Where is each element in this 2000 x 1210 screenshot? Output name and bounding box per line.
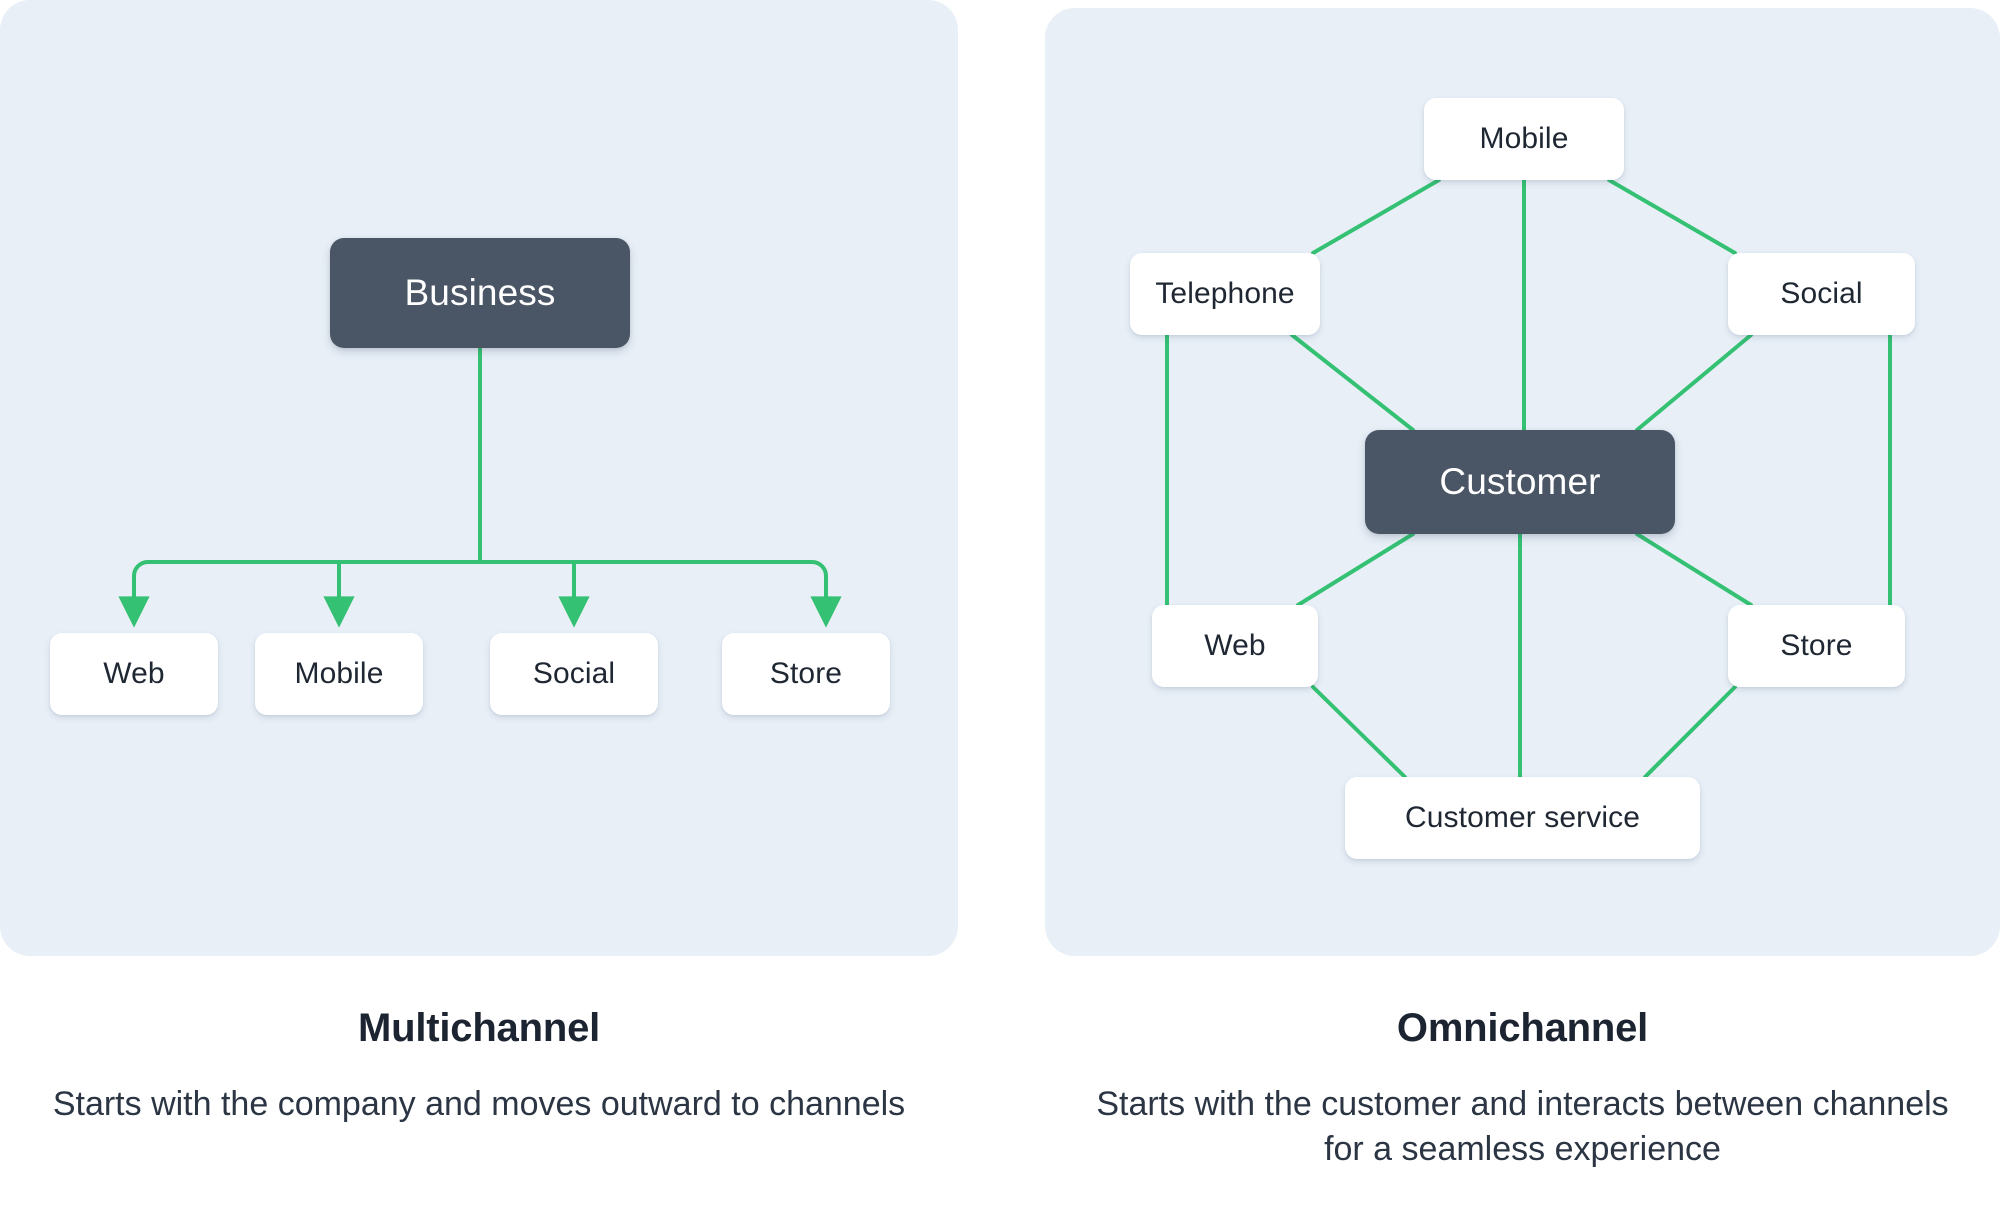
multichannel-connectors — [118, 348, 842, 628]
node-right-mobile[interactable]: Mobile — [1424, 98, 1624, 180]
node-right-store-label: Store — [1780, 629, 1853, 662]
node-left-web[interactable]: Web — [50, 633, 218, 715]
omnichannel-caption: Omnichannel Starts with the customer and… — [1045, 1008, 2000, 1172]
node-left-mobile[interactable]: Mobile — [255, 633, 423, 715]
node-left-web-label: Web — [103, 657, 165, 690]
node-left-social-label: Social — [532, 657, 616, 690]
node-left-store-label: Store — [769, 657, 843, 690]
edge-customer-store — [1635, 532, 1753, 607]
multichannel-caption: Multichannel Starts with the company and… — [0, 1008, 958, 1127]
node-business-label: Business — [404, 272, 556, 313]
node-right-mobile-label: Mobile — [1479, 122, 1569, 155]
omnichannel-title: Omnichannel — [1396, 1006, 1649, 1050]
node-right-social-label: Social — [1780, 277, 1863, 310]
node-right-web[interactable]: Web — [1152, 605, 1318, 687]
edge-bus-horizontal — [132, 560, 828, 592]
edge-mobile-telephone — [1311, 178, 1441, 255]
node-right-telephone-label: Telephone — [1155, 277, 1295, 310]
multichannel-panel: Business Web Mobile Social Store — [0, 0, 958, 956]
edge-customer-web — [1296, 532, 1415, 607]
multichannel-description: Starts with the company and moves outwar… — [52, 1085, 906, 1123]
node-right-customer-service-label: Customer service — [1405, 801, 1640, 834]
node-left-store[interactable]: Store — [722, 633, 890, 715]
node-left-mobile-label: Mobile — [294, 657, 384, 690]
multichannel-title: Multichannel — [357, 1006, 601, 1050]
omnichannel-panel: Mobile Telephone Social Customer Web Sto… — [1045, 8, 2000, 956]
node-right-store[interactable]: Store — [1728, 605, 1905, 687]
node-right-telephone[interactable]: Telephone — [1130, 253, 1320, 335]
node-right-web-label: Web — [1204, 629, 1266, 662]
node-customer[interactable]: Customer — [1365, 430, 1675, 534]
node-left-social[interactable]: Social — [490, 633, 658, 715]
edge-customer-social — [1635, 333, 1753, 432]
node-right-customer-service[interactable]: Customer service — [1345, 777, 1700, 859]
node-customer-label: Customer — [1439, 461, 1601, 502]
edge-web-customerservice — [1311, 685, 1407, 779]
edge-store-customerservice — [1643, 685, 1737, 779]
edge-mobile-social — [1607, 178, 1737, 255]
edge-customer-telephone — [1290, 333, 1415, 432]
node-business[interactable]: Business — [330, 238, 630, 348]
omnichannel-description: Starts with the customer and interacts b… — [1096, 1085, 1949, 1168]
node-right-social[interactable]: Social — [1728, 253, 1915, 335]
